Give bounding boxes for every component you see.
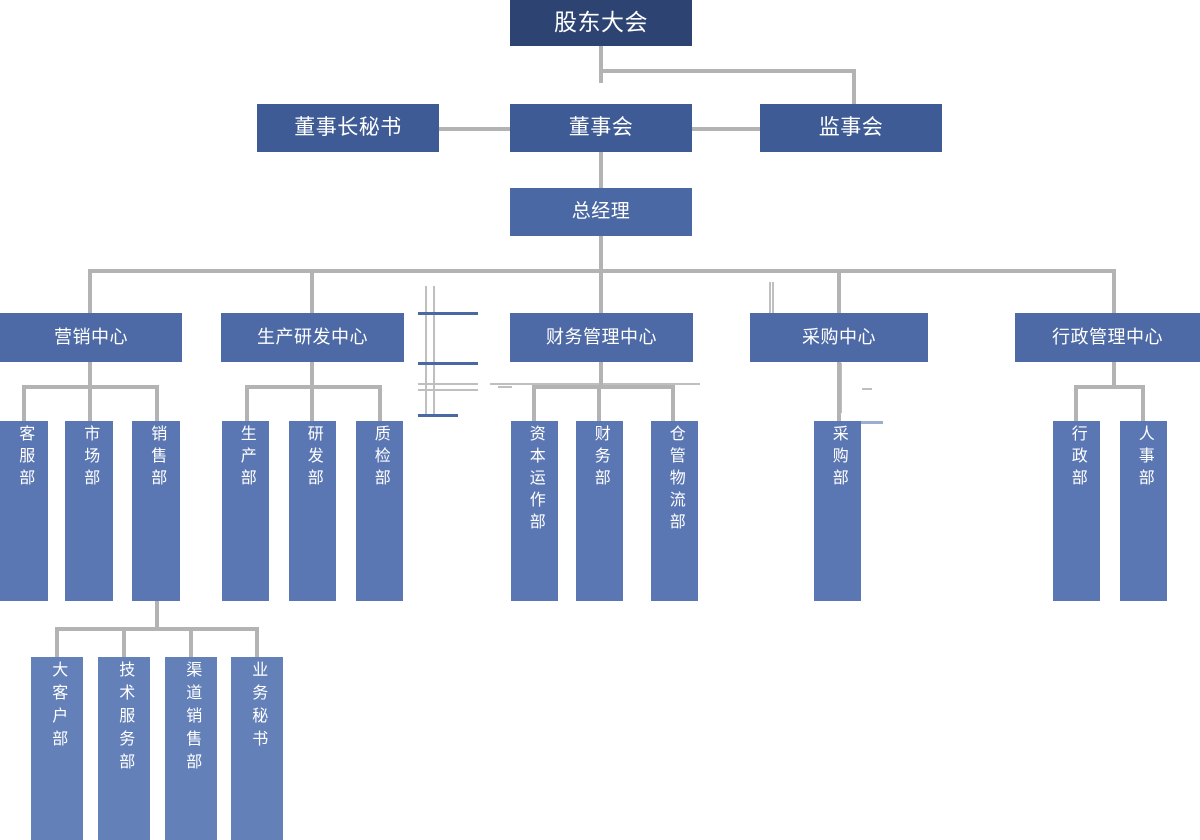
connector-production-down bbox=[310, 362, 314, 387]
connector-admin-down bbox=[1112, 362, 1116, 387]
connector-root-down bbox=[599, 46, 603, 83]
node-dept-administration[interactable]: 行政部 bbox=[1053, 421, 1100, 601]
connector-sales-child-1 bbox=[55, 627, 59, 659]
connector-marketing-child-3 bbox=[155, 385, 159, 421]
node-subdept-business-secretary[interactable]: 业务秘书 bbox=[231, 657, 283, 840]
artifact-line-finance-h bbox=[490, 383, 700, 385]
connector-finance-down bbox=[599, 362, 603, 387]
artifact-line-vertical-a bbox=[425, 286, 427, 416]
node-dept-finance[interactable]: 财务部 bbox=[576, 421, 623, 601]
artifact-line-vertical-b bbox=[433, 286, 435, 416]
node-dept-rnd[interactable]: 研发部 bbox=[289, 421, 336, 601]
connector-finance-child-3 bbox=[671, 385, 675, 421]
node-center-marketing[interactable]: 营销中心 bbox=[0, 313, 182, 362]
connector-center-3-drop bbox=[599, 269, 603, 313]
artifact-line-purchase-v bbox=[772, 282, 774, 320]
node-subdept-channel-sales[interactable]: 渠道销售部 bbox=[165, 657, 217, 840]
artifact-strip-purchase-a bbox=[861, 421, 883, 424]
node-dept-quality-inspection[interactable]: 质检部 bbox=[356, 421, 403, 601]
node-board-of-supervisors[interactable]: 监事会 bbox=[760, 104, 942, 152]
connector-board-supervisors bbox=[691, 127, 761, 131]
connector-sales-child-4 bbox=[255, 627, 259, 659]
connector-production-child-3 bbox=[378, 385, 382, 421]
connector-finance-child-2 bbox=[597, 385, 601, 421]
connector-sales-child-2 bbox=[122, 627, 126, 659]
node-chairman-secretary[interactable]: 董事长秘书 bbox=[257, 104, 439, 152]
artifact-line-marketing-v bbox=[840, 363, 842, 413]
connector-center-4-drop bbox=[837, 269, 841, 313]
node-board-of-directors[interactable]: 董事会 bbox=[510, 104, 692, 152]
connector-root-bus bbox=[599, 69, 856, 73]
node-dept-purchasing[interactable]: 采购部 bbox=[814, 421, 861, 601]
node-subdept-technical-service[interactable]: 技术服务部 bbox=[98, 657, 150, 840]
node-center-production-rnd[interactable]: 生产研发中心 bbox=[221, 313, 404, 362]
node-dept-customer-service[interactable]: 客服部 bbox=[0, 421, 48, 601]
artifact-line-horizontal-b bbox=[418, 389, 478, 391]
connector-sales-child-3 bbox=[189, 627, 193, 659]
node-subdept-key-accounts[interactable]: 大客户部 bbox=[31, 657, 83, 840]
artifact-strip-bottom bbox=[418, 414, 446, 417]
node-dept-human-resources[interactable]: 人事部 bbox=[1120, 421, 1167, 601]
connector-purchase-child-1 bbox=[837, 362, 841, 421]
connector-gm-down bbox=[599, 236, 603, 271]
connector-production-child-1 bbox=[245, 385, 249, 421]
connector-center-2-drop bbox=[310, 269, 314, 313]
connector-center-5-drop bbox=[1112, 269, 1116, 313]
connector-admin-bus bbox=[1074, 385, 1144, 389]
artifact-strip-mid bbox=[418, 362, 478, 365]
artifact-strip-top bbox=[418, 312, 478, 315]
connector-marketing-down bbox=[88, 362, 92, 387]
connector-sales-down bbox=[155, 601, 159, 629]
connector-finance-bus bbox=[532, 385, 673, 389]
node-dept-sales[interactable]: 销售部 bbox=[132, 421, 180, 601]
artifact-line-horizontal-a bbox=[418, 383, 478, 385]
connector-production-child-2 bbox=[310, 385, 314, 421]
artifact-line-purchase-v2 bbox=[769, 282, 771, 320]
node-dept-warehouse-logistics[interactable]: 仓管物流部 bbox=[651, 421, 698, 601]
node-shareholders-meeting[interactable]: 股东大会 bbox=[510, 0, 692, 46]
connector-finance-child-1 bbox=[532, 385, 536, 421]
connector-admin-child-2 bbox=[1141, 385, 1145, 421]
artifact-strip-bottom-2 bbox=[434, 414, 458, 417]
node-general-manager[interactable]: 总经理 bbox=[510, 188, 692, 236]
node-dept-market[interactable]: 市场部 bbox=[65, 421, 113, 601]
connector-admin-child-1 bbox=[1074, 385, 1078, 421]
connector-supervisors-down bbox=[852, 69, 856, 105]
node-dept-production[interactable]: 生产部 bbox=[222, 421, 269, 601]
connector-sales-bus bbox=[55, 627, 257, 631]
connector-center-1-drop bbox=[88, 269, 92, 313]
connector-marketing-child-2 bbox=[88, 385, 92, 421]
node-center-administration[interactable]: 行政管理中心 bbox=[1015, 313, 1200, 362]
connector-board-secretary bbox=[438, 127, 512, 131]
artifact-dash-right bbox=[498, 386, 512, 388]
artifact-dash-purchase bbox=[862, 388, 872, 390]
node-center-purchasing[interactable]: 采购中心 bbox=[750, 313, 928, 362]
connector-marketing-child-1 bbox=[22, 385, 26, 421]
node-dept-capital-operations[interactable]: 资本运作部 bbox=[511, 421, 558, 601]
connector-board-gm bbox=[599, 152, 603, 188]
node-center-finance[interactable]: 财务管理中心 bbox=[510, 313, 693, 362]
